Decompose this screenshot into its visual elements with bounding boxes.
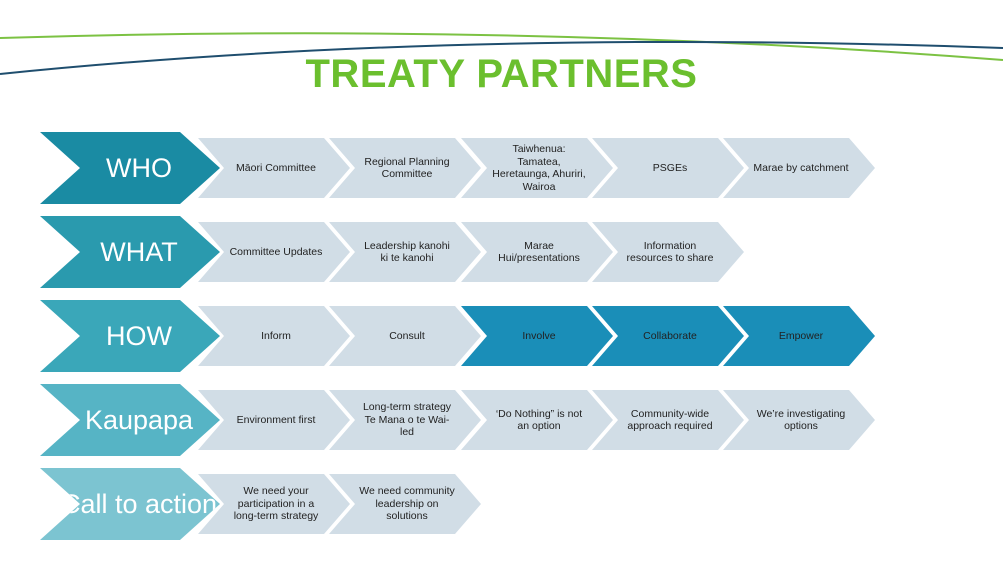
chevron-committee-updates: Committee Updates: [198, 222, 350, 282]
chevron-empower: Empower: [723, 306, 875, 366]
chevron-consult: Consult: [329, 306, 481, 366]
header-arcs: [0, 32, 1003, 75]
chevron-need-community-leadership: We need community leadership on solution…: [329, 474, 481, 534]
chevron-information-resources: Information resources to share: [592, 222, 744, 282]
chevron-regional-planning-committee: Regional Planning Committee: [329, 138, 481, 198]
chevron-need-participation: We need your participation in a long-ter…: [198, 474, 350, 534]
chevron-leadership-kanohi: Leadership kanohi ki te kanohi: [329, 222, 481, 282]
page-title: TREATY PARTNERS: [305, 52, 698, 96]
chevron-do-nothing: ‘Do Nothing” is not an option: [461, 390, 613, 450]
row-header-what: WHAT: [40, 216, 220, 288]
green-arc: [0, 32, 1003, 61]
chevron-collaborate: Collaborate: [592, 306, 744, 366]
chevron-environment-first: Environment first: [198, 390, 350, 450]
navy-arc: [0, 40, 1003, 75]
chevron-taiwhenua: Taiwhenua: Tamatea, Heretaunga, Ahuriri,…: [461, 138, 613, 198]
chevron-marae-hui: Marae Hui/presentations: [461, 222, 613, 282]
chevron-inform: Inform: [198, 306, 350, 366]
chevron-long-term-strategy: Long-term strategy Te Mana o te Wai-led: [329, 390, 481, 450]
chevron-marae-by-catchment: Marae by catchment: [723, 138, 875, 198]
chevron-investigating-options: We’re investigating options: [723, 390, 875, 450]
chevron-psges: PSGEs: [592, 138, 744, 198]
row-header-how: HOW: [40, 300, 220, 372]
chevron-involve: Involve: [461, 306, 613, 366]
row-header-kaupapa: Kaupapa: [40, 384, 220, 456]
chevron-community-wide: Community-wide approach required: [592, 390, 744, 450]
chevron-maori-committee: Māori Committee: [198, 138, 350, 198]
row-header-call-to-action: Call to action: [40, 468, 220, 540]
row-header-who: WHO: [40, 132, 220, 204]
